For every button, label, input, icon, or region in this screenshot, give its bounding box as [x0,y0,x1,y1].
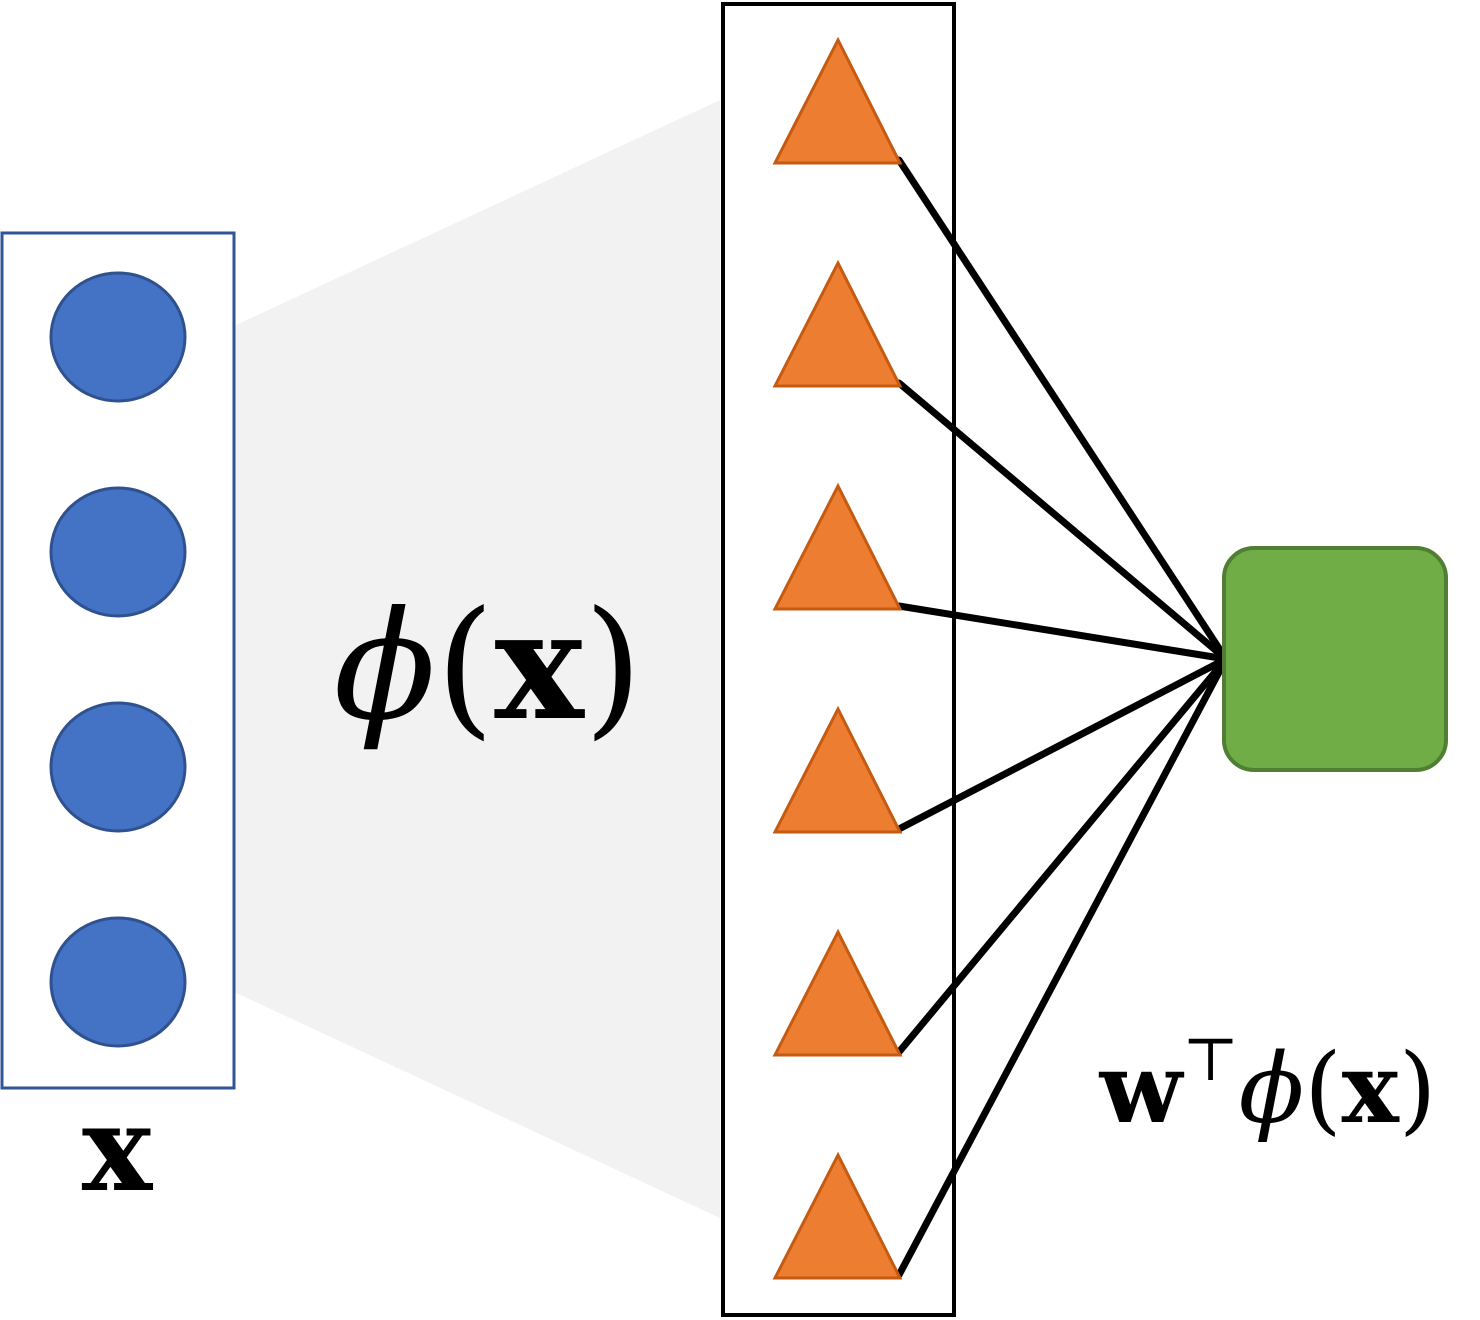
output-transpose-symbol: ⊤ [1182,1025,1238,1095]
input-node [49,486,187,618]
feature-node [772,705,903,834]
feature-node [772,1151,903,1280]
weight-edge [895,655,1230,1056]
projection-cone [234,100,720,1218]
input-node [49,271,187,403]
output-label: w⊤ϕ(x) [1099,1025,1437,1145]
output-node [1222,546,1448,772]
feature-node [772,36,903,165]
input-node [49,916,187,1048]
feature-vector-box [721,2,956,1317]
feature-node [772,259,903,388]
weight-edges [895,156,1230,1279]
input-vector-box [0,231,236,1090]
weight-edge [895,379,1230,663]
output-paren-open: ( [1304,1033,1341,1145]
feature-phi-symbol: ϕ [334,580,436,754]
feature-arg-x: x [494,578,585,754]
output-arg-x: x [1342,1032,1400,1145]
feature-node [772,928,903,1057]
weight-edge [895,655,1230,833]
weight-edge [895,655,1230,1279]
output-phi-symbol: ϕ [1239,1033,1304,1145]
feature-paren-open: ( [436,580,495,754]
weight-edge [895,156,1230,663]
feature-paren-close: ) [584,580,643,754]
feature-nodes [772,36,903,1280]
feature-map-label: ϕ(x) [334,578,643,754]
output-paren-close: ) [1399,1033,1436,1145]
input-label: x [82,1079,154,1218]
input-node [49,701,187,833]
input-nodes [49,271,187,1048]
feature-node [772,482,903,611]
weight-edge [895,602,1230,663]
output-w-symbol: w [1099,1032,1185,1145]
